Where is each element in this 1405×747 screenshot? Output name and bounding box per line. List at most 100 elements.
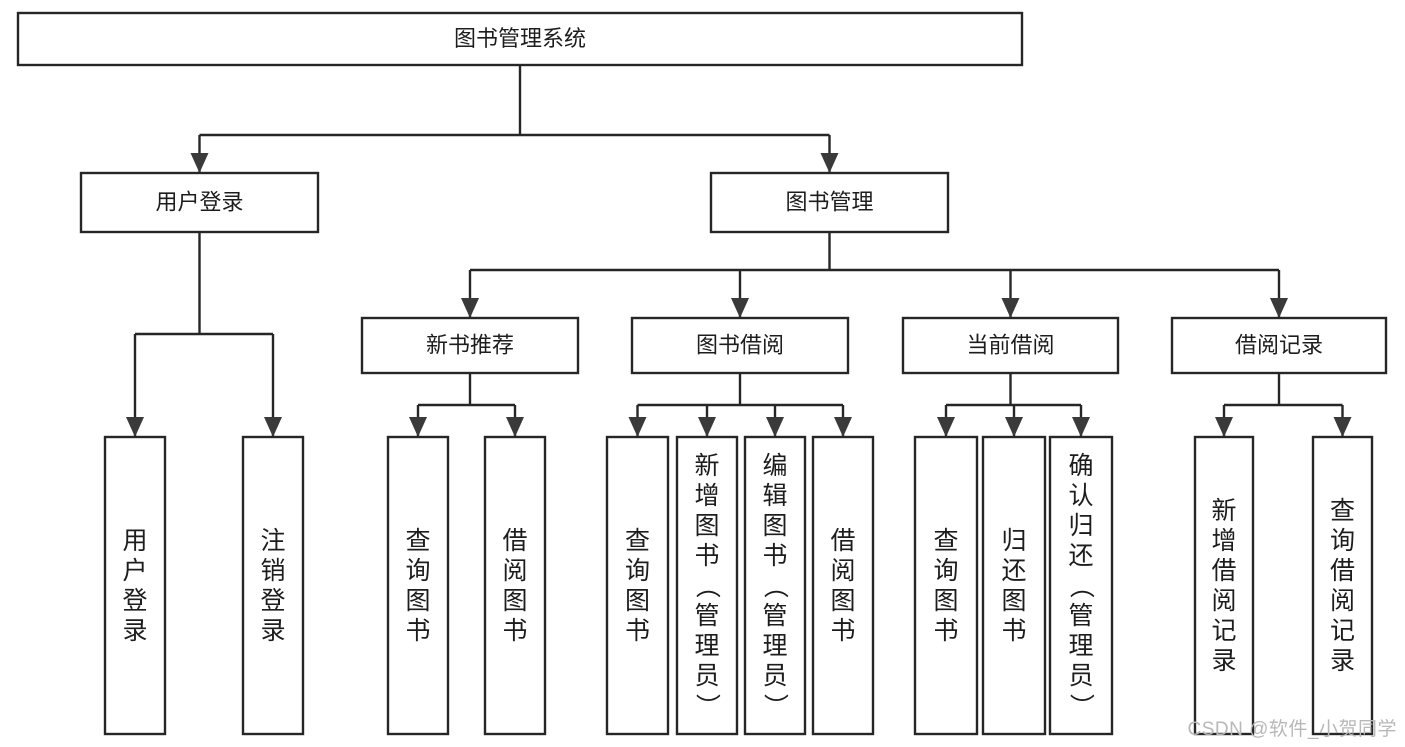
arrow-head-icon [126, 417, 144, 437]
node-label-char: 归 [1068, 512, 1093, 540]
node-label-char: 图 [405, 587, 430, 615]
node-label-char: 书 [405, 617, 430, 645]
node-label-char: 借 [502, 527, 527, 555]
node-label: 当前借阅 [966, 332, 1054, 357]
node-label-char: 归 [1001, 527, 1026, 555]
node-label-char: 图 [933, 587, 958, 615]
node-label-char: ） [693, 693, 721, 718]
node-box [483, 435, 547, 736]
node-label: 图书管理系统 [454, 26, 586, 51]
node-label-char: 管 [1068, 602, 1093, 630]
node-label-char: （ [693, 573, 721, 598]
node-box [675, 435, 739, 736]
node-book-borrow[interactable]: 图书借阅 [630, 316, 850, 375]
node-box [1311, 435, 1374, 736]
node-label-char: 辑 [762, 482, 787, 510]
node-root[interactable]: 图书管理系统 [16, 11, 1024, 67]
node-label-char: 新 [1211, 497, 1236, 525]
node-label-char: 查 [933, 527, 958, 555]
node-label-char: 登 [260, 587, 285, 615]
node-label-char: 书 [625, 617, 650, 645]
node-label: 新书推荐 [426, 332, 514, 357]
node-book-manage[interactable]: 图书管理 [709, 171, 950, 234]
node-label-char: 询 [625, 557, 650, 585]
node-label-char: 书 [933, 617, 958, 645]
node-label-char: 借 [1211, 557, 1236, 585]
node-new-book-recommend[interactable]: 新书推荐 [360, 316, 580, 375]
node-box [241, 435, 305, 736]
node-box [811, 435, 875, 736]
node-box [360, 316, 580, 375]
node-label-char: 阅 [1330, 587, 1355, 615]
arrow-head-icon [1270, 298, 1288, 318]
node-box [1170, 316, 1388, 375]
node-label-char: 阅 [502, 557, 527, 585]
node-label-char: ） [761, 693, 789, 718]
node-label-char: 记 [1211, 617, 1236, 645]
node-borrow-record[interactable]: 借阅记录 [1170, 316, 1388, 375]
node-label-char: 书 [694, 542, 719, 570]
node-box [709, 171, 950, 234]
node-leaf-user-login[interactable]: 用户登录 [103, 435, 167, 736]
connector-layer [126, 65, 1352, 437]
arrow-head-icon [1005, 417, 1023, 437]
node-label-char: 阅 [830, 557, 855, 585]
node-box [103, 435, 167, 736]
node-label-char: 录 [1330, 647, 1355, 675]
node-label-char: 理 [694, 632, 719, 660]
node-label-char: 增 [1211, 527, 1236, 555]
arrow-head-icon [1001, 298, 1020, 318]
node-label-char: 图 [625, 587, 650, 615]
node-label-char: 录 [260, 617, 285, 645]
node-label-char: 图 [502, 587, 527, 615]
node-label-char: （ [761, 573, 789, 598]
node-label-char: ） [1067, 693, 1095, 718]
node-current-borrow[interactable]: 当前借阅 [901, 316, 1120, 375]
node-label-char: 书 [830, 617, 855, 645]
node-label-char: 认 [1068, 482, 1093, 510]
node-box [913, 435, 979, 736]
node-label-char: （ [1067, 573, 1095, 598]
node-label-char: 图 [830, 587, 855, 615]
node-label-char: 录 [1211, 647, 1236, 675]
arrow-head-icon [628, 417, 647, 437]
node-box [901, 316, 1120, 375]
node-box [1193, 435, 1255, 736]
node-label-char: 书 [762, 542, 787, 570]
arrow-head-icon [731, 298, 749, 318]
node-label-char: 借 [830, 527, 855, 555]
arrow-head-icon [506, 417, 524, 437]
arrow-head-icon [834, 417, 852, 437]
node-label-char: 查 [1330, 497, 1355, 525]
node-user-login[interactable]: 用户登录 [79, 171, 320, 234]
node-label-char: 管 [762, 602, 787, 630]
node-label-char: 记 [1330, 617, 1355, 645]
node-label-char: 增 [694, 482, 719, 510]
arrow-head-icon [1072, 417, 1090, 437]
arrow-head-icon [820, 153, 839, 173]
node-label-char: 销 [260, 557, 285, 585]
node-label-char: 理 [1068, 632, 1093, 660]
node-box [16, 11, 1024, 67]
node-label-char: 书 [502, 617, 527, 645]
node-label: 图书借阅 [696, 332, 784, 357]
node-label-char: 管 [694, 602, 719, 630]
node-label-char: 询 [405, 557, 430, 585]
node-label-char: 图 [694, 512, 719, 540]
arrow-head-icon [937, 417, 955, 437]
node-label-char: 员 [694, 662, 719, 690]
node-label-char: 还 [1001, 557, 1026, 585]
node-label-char: 注 [260, 527, 285, 555]
